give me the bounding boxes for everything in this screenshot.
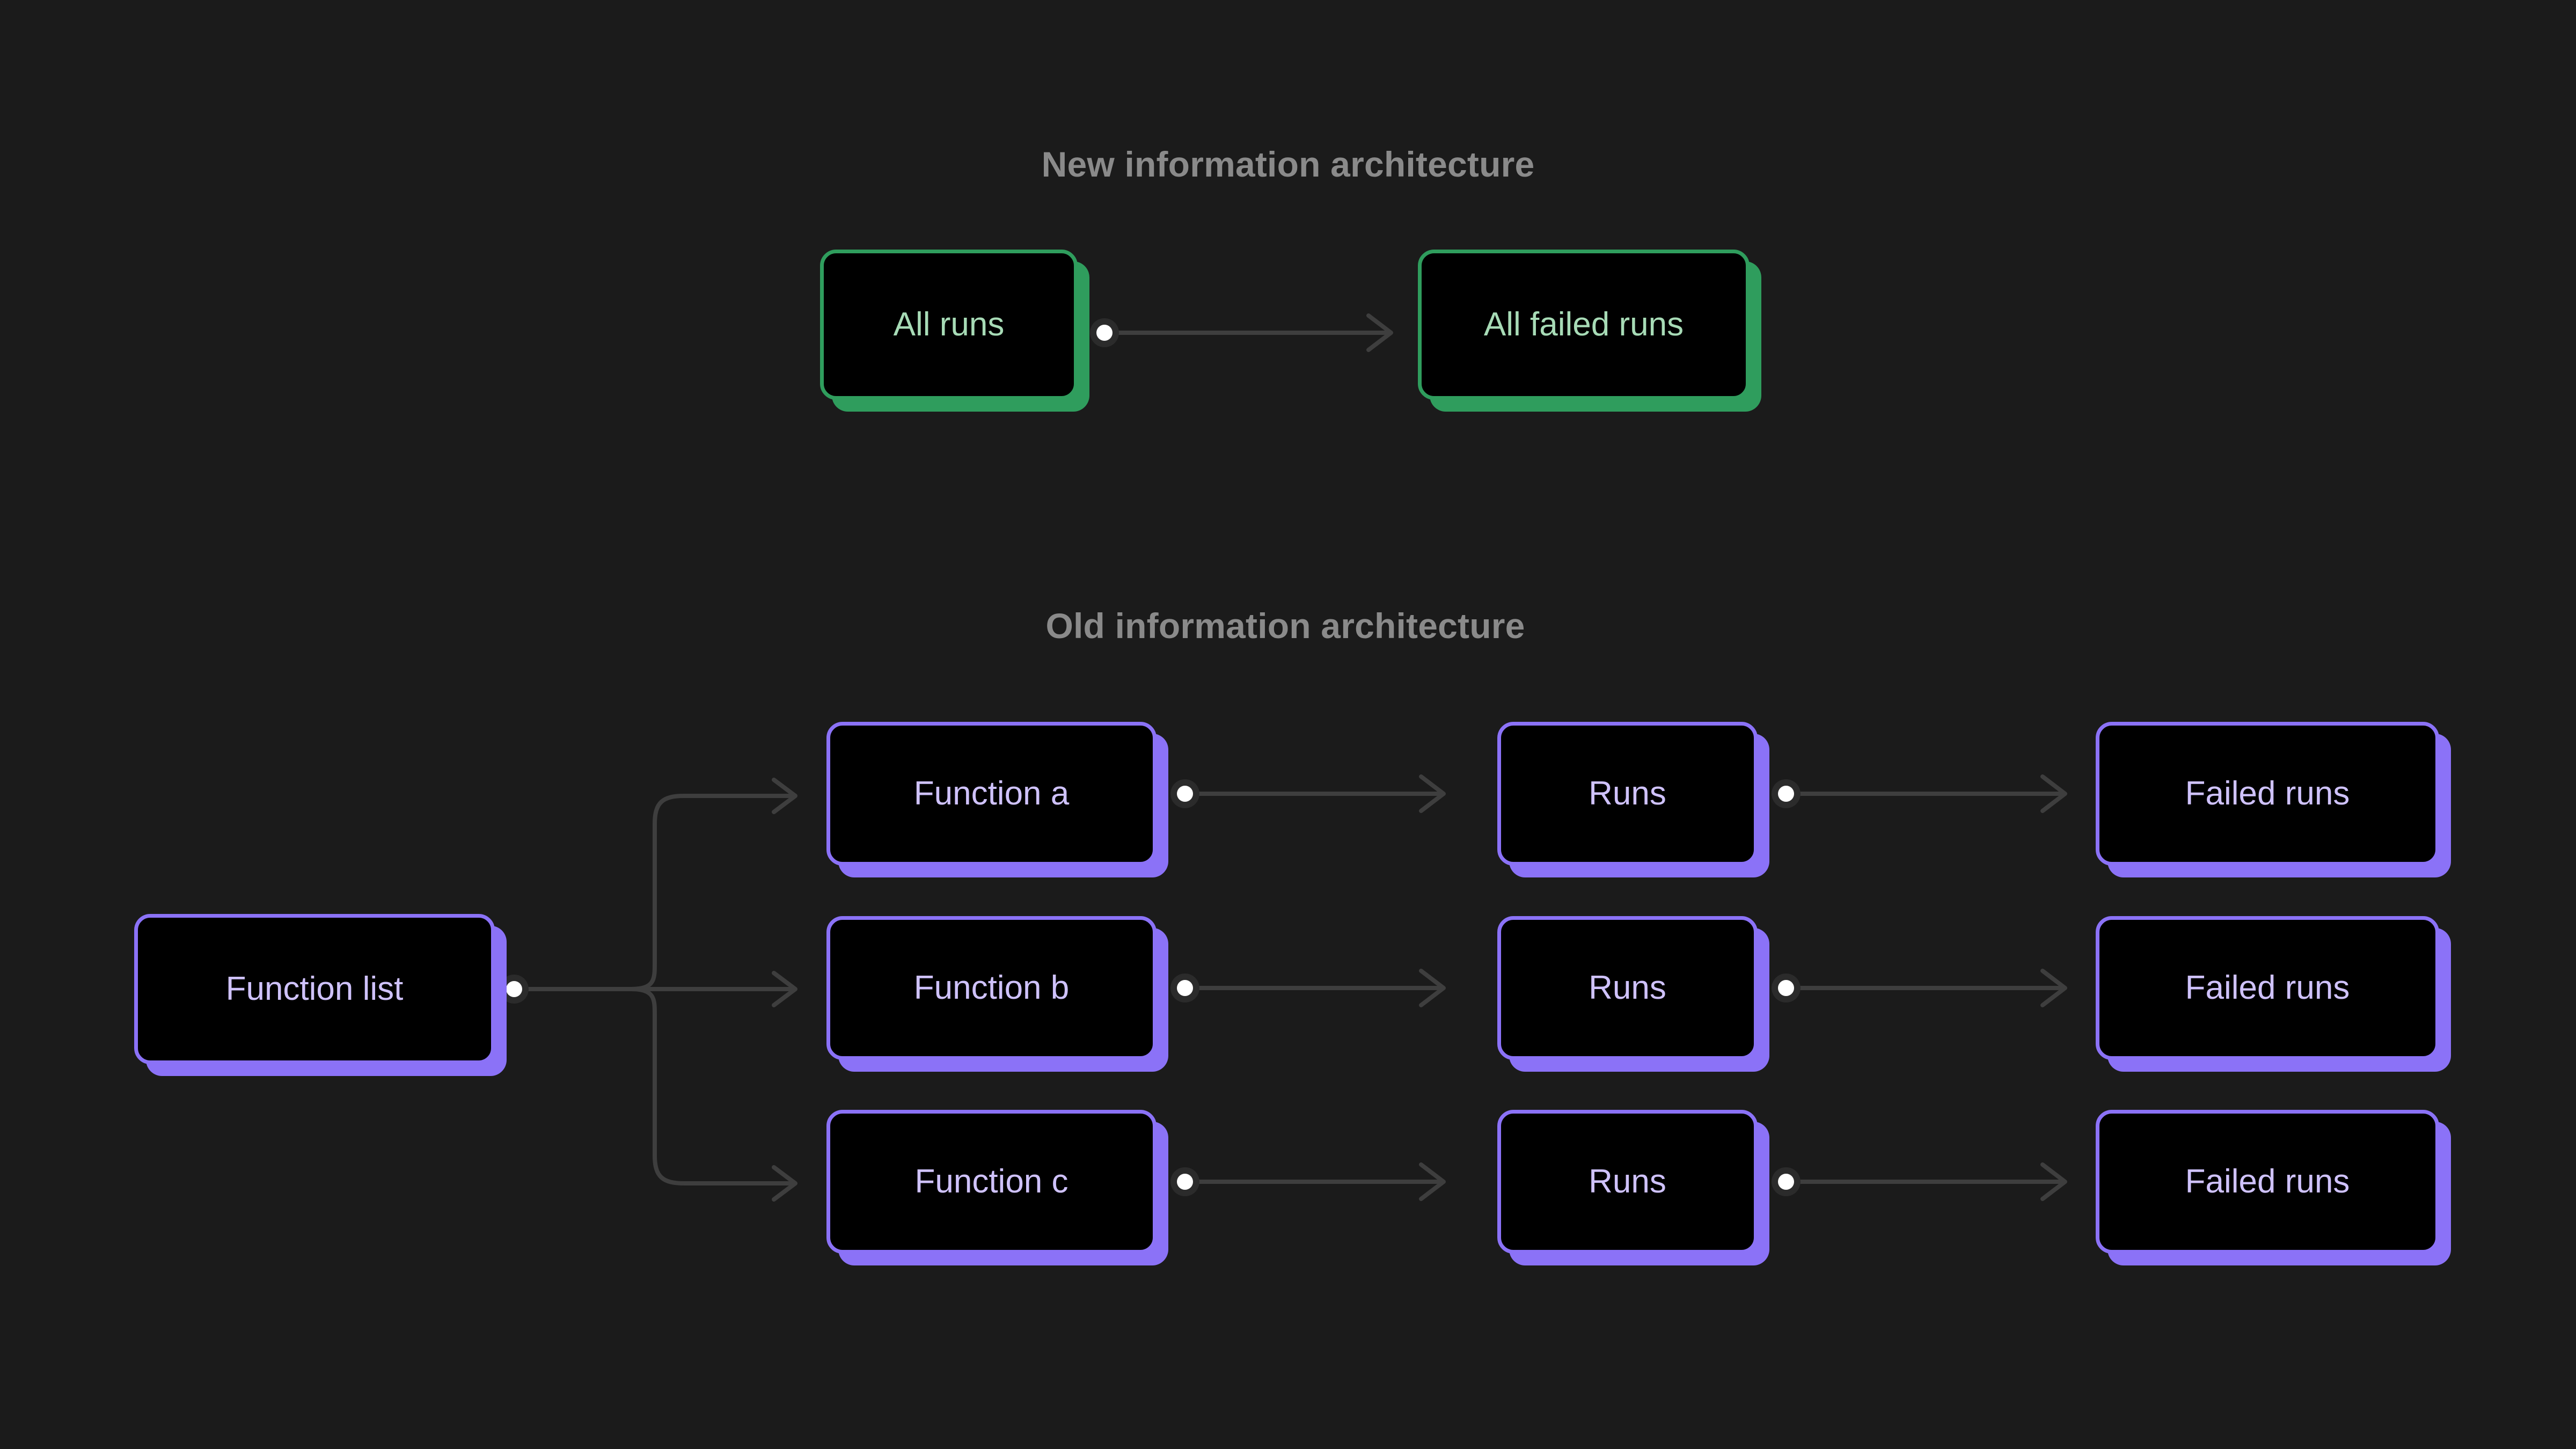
node-label: Failed runs: [2185, 775, 2350, 812]
node-label: Failed runs: [2185, 969, 2350, 1006]
node-function-c[interactable]: Function c: [826, 1110, 1157, 1254]
node-failed-runs-c[interactable]: Failed runs: [2096, 1110, 2439, 1254]
section-title-new: New information architecture: [1041, 144, 1535, 184]
node-all-runs[interactable]: All runs: [820, 250, 1078, 400]
node-label: Failed runs: [2185, 1163, 2350, 1200]
connector-function-list-branch: [500, 778, 797, 1202]
node-failed-runs-b[interactable]: Failed runs: [2096, 916, 2439, 1060]
connector-function-b-to-runs-b: [1170, 969, 1446, 1007]
node-label: Runs: [1589, 969, 1666, 1006]
node-all-failed-runs[interactable]: All failed runs: [1418, 250, 1750, 400]
node-label: All failed runs: [1483, 306, 1684, 343]
connector-runs-a-to-failed-runs-a: [1772, 774, 2067, 813]
node-label: Function c: [914, 1163, 1069, 1200]
section-title-old: Old information architecture: [1045, 606, 1525, 646]
node-label: Function b: [913, 969, 1070, 1006]
node-label: Function a: [913, 775, 1070, 812]
node-failed-runs-a[interactable]: Failed runs: [2096, 722, 2439, 866]
node-function-a[interactable]: Function a: [826, 722, 1157, 866]
connector-all-runs-to-all-failed-runs: [1090, 313, 1393, 352]
node-function-b[interactable]: Function b: [826, 916, 1157, 1060]
node-runs-a[interactable]: Runs: [1497, 722, 1758, 866]
node-label: All runs: [893, 306, 1005, 343]
node-label: Runs: [1589, 775, 1666, 812]
connector-runs-c-to-failed-runs-c: [1772, 1162, 2067, 1201]
node-runs-b[interactable]: Runs: [1497, 916, 1758, 1060]
node-label: Runs: [1589, 1163, 1666, 1200]
connector-function-c-to-runs-c: [1170, 1162, 1446, 1201]
connector-function-a-to-runs-a: [1170, 774, 1446, 813]
node-function-list[interactable]: Function list: [134, 914, 495, 1064]
node-runs-c[interactable]: Runs: [1497, 1110, 1758, 1254]
node-label: Function list: [225, 970, 404, 1007]
connector-runs-b-to-failed-runs-b: [1772, 969, 2067, 1007]
